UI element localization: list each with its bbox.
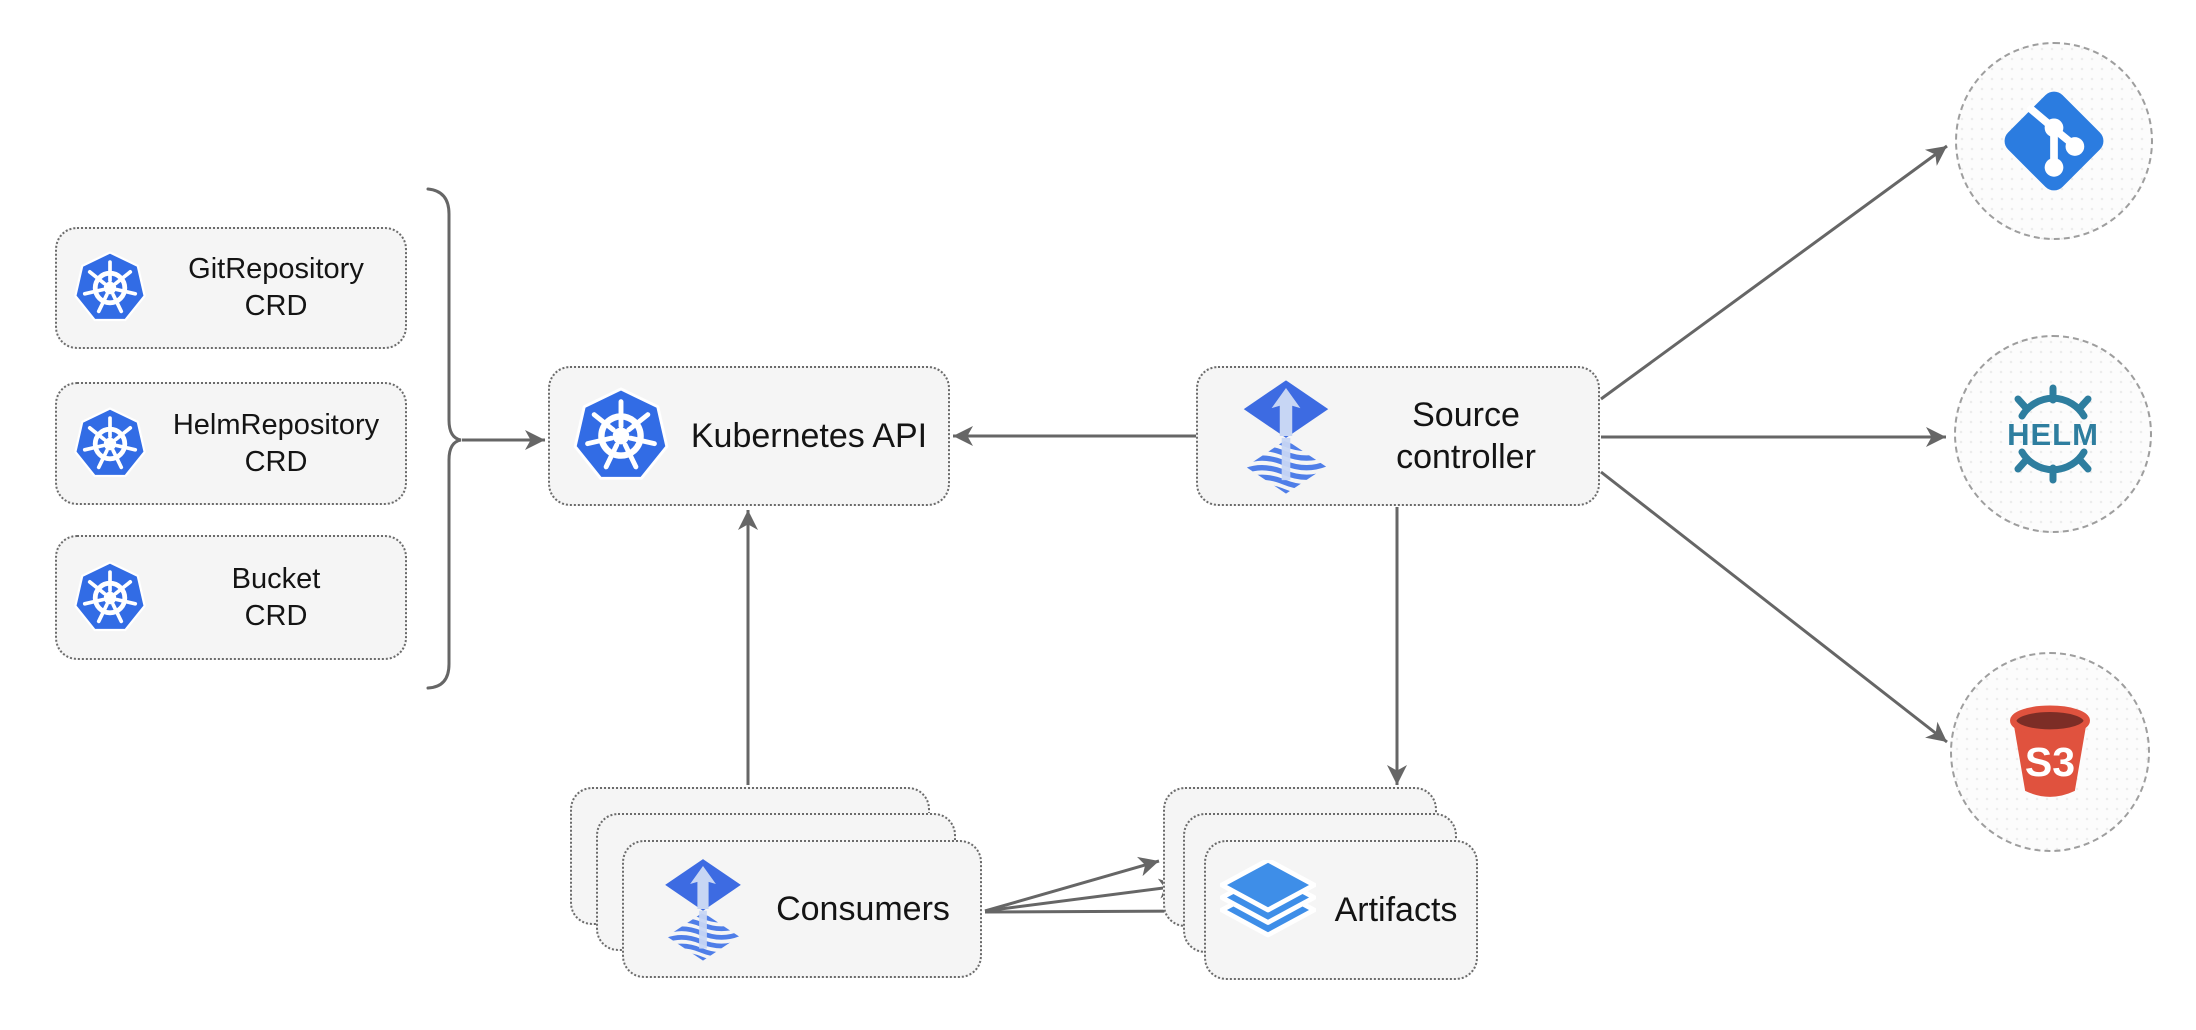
s3-source-circle: S3: [1950, 652, 2150, 852]
edge-source-to-s3: [1600, 470, 1948, 744]
gitrepository-crd-label: GitRepository CRD: [188, 253, 364, 322]
helm-label: HELM: [2007, 417, 2099, 452]
kubernetes-icon: [572, 387, 670, 485]
bucket-crd-node: Bucket CRD: [55, 535, 407, 660]
crd-bracket: [426, 187, 462, 690]
git-source-circle: [1955, 42, 2153, 240]
artifacts-node: Artifacts: [1204, 840, 1478, 980]
layers-icon: [1220, 860, 1316, 960]
edge-consumers-to-artifacts-1: [984, 856, 1160, 913]
helm-source-circle: HELM: [1954, 335, 2152, 533]
flux-icon: [660, 855, 746, 963]
consumers-label: Consumers: [776, 890, 950, 928]
kubernetes-api-node: Kubernetes API: [548, 366, 950, 506]
helmrepository-crd-node: HelmRepository CRD: [55, 382, 407, 505]
kubernetes-api-label: Kubernetes API: [690, 417, 928, 455]
helm-icon: HELM: [2007, 384, 2099, 484]
consumers-node: Consumers: [622, 840, 982, 978]
source-controller-label: Source controller: [1396, 396, 1536, 476]
artifacts-label: Artifacts: [1334, 891, 1458, 929]
kubernetes-icon: [73, 407, 147, 481]
kubernetes-icon: [73, 251, 147, 325]
edge-source-to-git: [1600, 144, 1948, 401]
edge-consumers-to-artifacts-2: [984, 878, 1180, 913]
s3-label: S3: [2025, 739, 2075, 785]
flux-icon: [1238, 378, 1334, 494]
git-icon: [1999, 86, 2109, 196]
helmrepository-crd-label: HelmRepository CRD: [172, 408, 380, 478]
gitrepository-crd-node: GitRepository CRD: [55, 227, 407, 349]
bucket-crd-label: Bucket CRD: [231, 562, 321, 632]
s3-bucket-icon: S3: [1996, 698, 2104, 806]
source-controller-node: Source controller: [1196, 366, 1600, 506]
kubernetes-icon: [73, 561, 147, 635]
